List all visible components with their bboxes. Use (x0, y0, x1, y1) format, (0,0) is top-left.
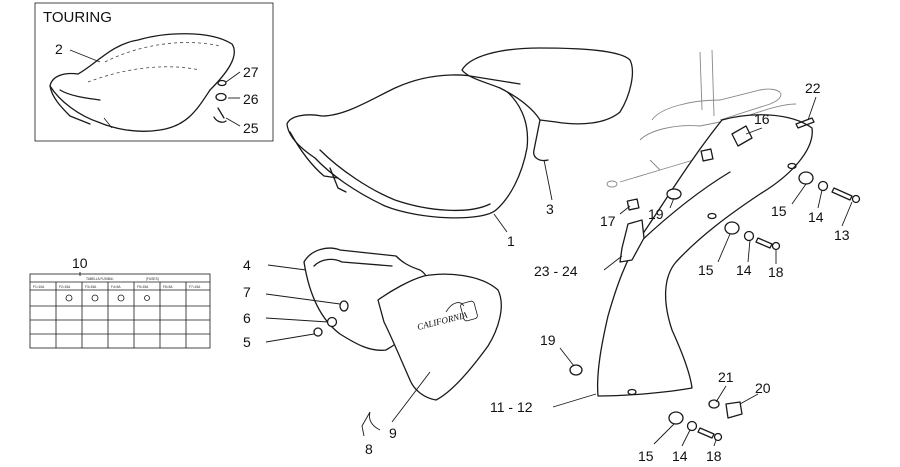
callout-2: 2 (55, 41, 63, 57)
callout-25: 25 (243, 120, 259, 136)
callout-16: 16 (754, 111, 770, 127)
callout-11-12: 11 - 12 (490, 399, 533, 415)
fuse-f7: F7=15A (189, 285, 201, 289)
side-cover-group: CALIFORNIA (303, 247, 502, 401)
callout-8: 8 (365, 441, 373, 457)
callout-15-middle: 15 (698, 262, 714, 278)
callout-1: 1 (507, 233, 515, 249)
callout-21: 21 (718, 369, 734, 385)
touring-seat (49, 33, 235, 132)
callout-22: 22 (805, 80, 821, 96)
fuse-label-subheading: (FUSES) (146, 277, 159, 281)
callout-5: 5 (243, 334, 251, 350)
bracket-23-24 (619, 219, 645, 263)
callout-9: 9 (389, 425, 397, 441)
callout-numbers: 2 27 26 25 1 3 4 7 6 5 10 9 8 11 - 12 23… (55, 41, 850, 464)
callout-15-lower: 15 (638, 448, 654, 464)
inset-frame (34, 2, 274, 142)
callout-19-lower: 19 (540, 332, 556, 348)
callout-14-lower: 14 (672, 448, 688, 464)
callout-6: 6 (243, 310, 251, 326)
fuse-f3: F3=15A (85, 285, 97, 289)
callout-17: 17 (600, 213, 616, 229)
callout-14-right: 14 (808, 209, 824, 225)
callout-18-middle: 18 (768, 264, 784, 280)
callout-10: 10 (72, 255, 88, 271)
passenger-seat (461, 47, 634, 162)
part-25-bolt (213, 107, 227, 123)
fuse-f2: F2=15A (59, 285, 71, 289)
fasteners (569, 117, 861, 442)
callout-3: 3 (546, 201, 554, 217)
fuse-f6: F6=5A (163, 285, 173, 289)
callout-26: 26 (243, 91, 259, 107)
fuse-f5: F5=15A (137, 285, 149, 289)
fuse-f1: F1=10A (33, 285, 45, 289)
callout-23-24: 23 - 24 (534, 263, 578, 279)
callout-14-middle: 14 (736, 262, 752, 278)
callout-19-upper: 19 (648, 206, 664, 222)
callout-27: 27 (243, 64, 259, 80)
part-27-washer (217, 79, 227, 87)
fuse-label-heading: TABELLA FUSIBILI (86, 277, 114, 281)
main-seat (286, 74, 529, 219)
callout-15-right: 15 (771, 203, 787, 219)
fuse-label: TABELLA FUSIBILI (FUSES) F1=10A F2=15A F… (29, 273, 211, 349)
side-cover-panel (377, 273, 502, 401)
callout-7: 7 (243, 284, 251, 300)
touring-inset: TOURING (34, 2, 274, 142)
callout-18-lower: 18 (706, 448, 722, 464)
leader-lines (69, 49, 853, 447)
fuse-f4: F4=5A (111, 285, 121, 289)
inset-title: TOURING (43, 9, 112, 26)
callout-20: 20 (755, 380, 771, 396)
callout-4: 4 (243, 257, 251, 273)
part-26-grommet (215, 92, 227, 102)
callout-13: 13 (834, 227, 850, 243)
